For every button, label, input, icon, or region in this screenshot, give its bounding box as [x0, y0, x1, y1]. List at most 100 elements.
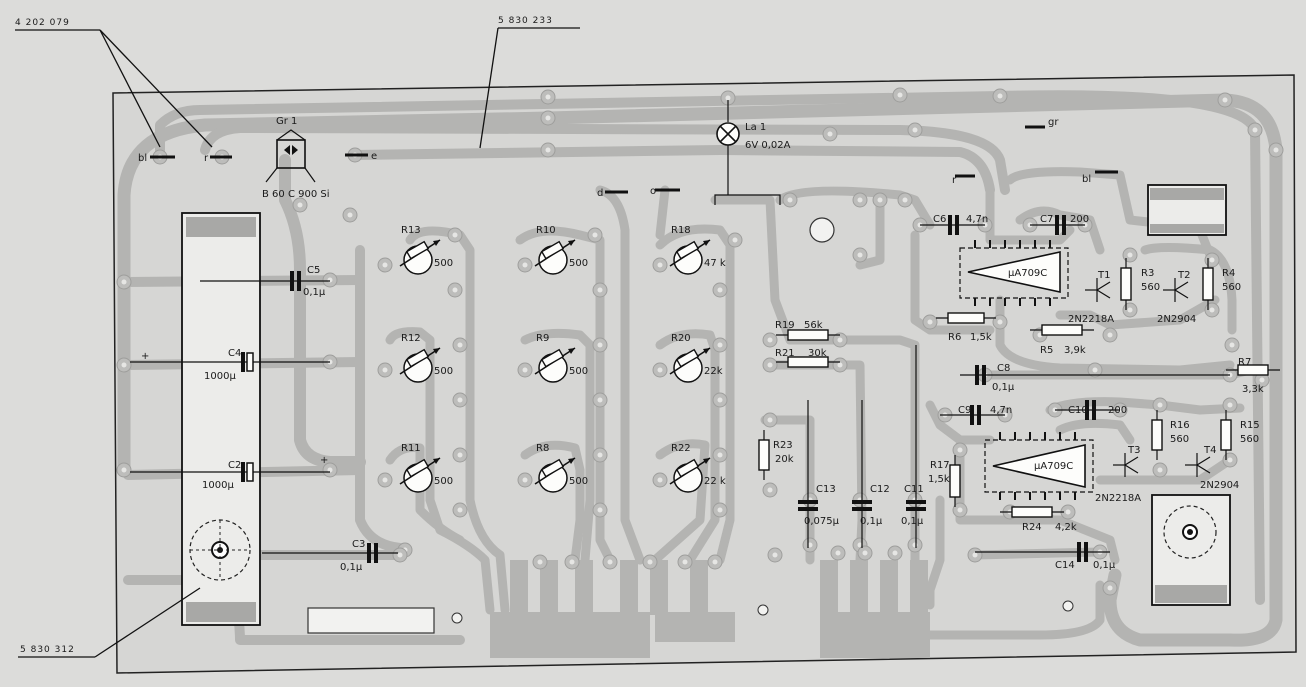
potentiometer-value-r12: 500: [434, 366, 453, 377]
solder-pad-hole: [457, 452, 463, 458]
component-labels: R13500R12500R11500R10500R9500R8500R1847 …: [202, 214, 1264, 573]
resistor-r24: [1000, 506, 1064, 518]
potentiometer-value-r10: 500: [569, 258, 588, 269]
resistor-value-r7: 3,3k: [1242, 384, 1264, 395]
solder-pad-hole: [1065, 509, 1071, 515]
potentiometer-r11: [399, 457, 441, 493]
resistor-r23: [758, 430, 770, 480]
solder-pad-hole: [767, 337, 773, 343]
polarity-plus-2: +: [320, 455, 328, 466]
solder-pad-hole: [1092, 367, 1098, 373]
transistor-t4: [1185, 453, 1211, 477]
potentiometer-value-r13: 500: [434, 258, 453, 269]
solder-pad-hole: [927, 319, 933, 325]
resistor-label-r3: R3: [1141, 268, 1154, 279]
capacitor-value-c7: 200: [1070, 214, 1089, 225]
potentiometers: [399, 239, 711, 493]
solder-pad-hole: [897, 92, 903, 98]
capacitor-label-c3: C3: [352, 539, 365, 550]
solder-pad-hole: [1222, 97, 1228, 103]
terminal-bars: [150, 125, 1118, 194]
resistor-r7: [1226, 364, 1280, 376]
potentiometer-r10: [534, 239, 576, 275]
potentiometer-r12: [399, 347, 441, 383]
capacitor-label-c11: C11: [904, 484, 924, 495]
solder-pad-hole: [452, 232, 458, 238]
solder-pad-hole: [347, 212, 353, 218]
capacitor-label-c9: C9: [958, 405, 971, 416]
resistor-value-r21: 30k: [808, 348, 827, 359]
solder-pad-hole: [902, 197, 908, 203]
resistor-value-r4: 560: [1222, 282, 1241, 293]
potentiometer-value-r18: 47 k: [704, 258, 726, 269]
transistor-label-t4: T4: [1203, 445, 1216, 456]
solder-pad-hole: [1227, 457, 1233, 463]
resistor-r5: [1030, 324, 1094, 336]
resistor-r4: [1202, 258, 1214, 310]
potentiometer-r18: [669, 239, 711, 275]
resistor-label-r17: R17: [930, 460, 950, 471]
capacitor-value-c10: 200: [1108, 405, 1127, 416]
solder-pad-hole: [297, 202, 303, 208]
potentiometer-value-r8: 500: [569, 476, 588, 487]
solder-pad-hole: [717, 507, 723, 513]
leader-lines: [15, 27, 580, 658]
solder-pad-hole: [997, 93, 1003, 99]
capacitor-label-c2: C2: [228, 460, 241, 471]
polarity-plus-1: +: [141, 351, 149, 362]
solder-pad-hole: [767, 487, 773, 493]
labels: 4 202 079 5 830 233 5 830 312 bl r e d o…: [15, 16, 1091, 655]
solder-pad-hole: [717, 397, 723, 403]
solder-pad-hole: [327, 467, 333, 473]
solder-pad-hole: [787, 197, 793, 203]
solder-pad-hole: [717, 342, 723, 348]
transistor-label-t3: T3: [1127, 445, 1140, 456]
solder-pad-hole: [807, 542, 813, 548]
resistor-r15: [1220, 410, 1232, 460]
potentiometer-label-r11: R11: [401, 443, 421, 454]
resistor-value-r6: 1,5k: [970, 332, 992, 343]
transistor-value-t3: 2N2218A: [1095, 493, 1141, 504]
resistor-label-r21: R21: [775, 348, 795, 359]
resistor-label-r16: R16: [1170, 420, 1190, 431]
resistor-label-r6: R6: [948, 332, 961, 343]
terminal-bl-left: bl: [138, 153, 147, 164]
capacitor-c10: [1055, 400, 1120, 420]
solder-pad-hole: [1127, 252, 1133, 258]
capacitor-value-c4: 1000µ: [204, 371, 236, 382]
solder-pad-hole: [957, 507, 963, 513]
solder-pad-hole: [569, 559, 575, 565]
solder-pad-hole: [1252, 127, 1258, 133]
solder-pad-hole: [545, 115, 551, 121]
solder-pad-hole: [647, 559, 653, 565]
transistor-label-t2: T2: [1177, 270, 1190, 281]
ic1-ua709c: [959, 240, 1069, 306]
potentiometer-label-r22: R22: [671, 443, 691, 454]
potentiometer-label-r18: R18: [671, 225, 691, 236]
resistor-r6: [936, 312, 996, 324]
part-number-left-bottom: 5 830 312: [20, 645, 75, 655]
solder-pad-hole: [837, 337, 843, 343]
capacitor-c11: [906, 345, 926, 548]
terminal-e: e: [371, 151, 377, 162]
transistor-value-t4: 2N2904: [1200, 480, 1239, 491]
transistor-t1: [1085, 278, 1111, 302]
capacitor-value-c8: 0,1µ: [992, 382, 1015, 393]
potentiometer-label-r9: R9: [536, 333, 549, 344]
resistor-value-r17: 1,5k: [928, 474, 950, 485]
solder-pad-hole: [682, 559, 688, 565]
resistor-r17: [949, 455, 961, 507]
solder-pad-hole: [767, 417, 773, 423]
solder-pad-hole: [1107, 585, 1113, 591]
resistor-label-r4: R4: [1222, 268, 1235, 279]
solder-pad-hole: [732, 237, 738, 243]
solder-pad-hole: [972, 552, 978, 558]
terminal-r-left: r: [204, 153, 209, 164]
solder-pad-hole: [327, 277, 333, 283]
solder-pad-hole: [1157, 467, 1163, 473]
transistor-t2: [1163, 278, 1189, 302]
resistor-value-r23: 20k: [775, 454, 794, 465]
capacitor-value-c2: 1000µ: [202, 480, 234, 491]
capacitors: [130, 215, 1230, 563]
